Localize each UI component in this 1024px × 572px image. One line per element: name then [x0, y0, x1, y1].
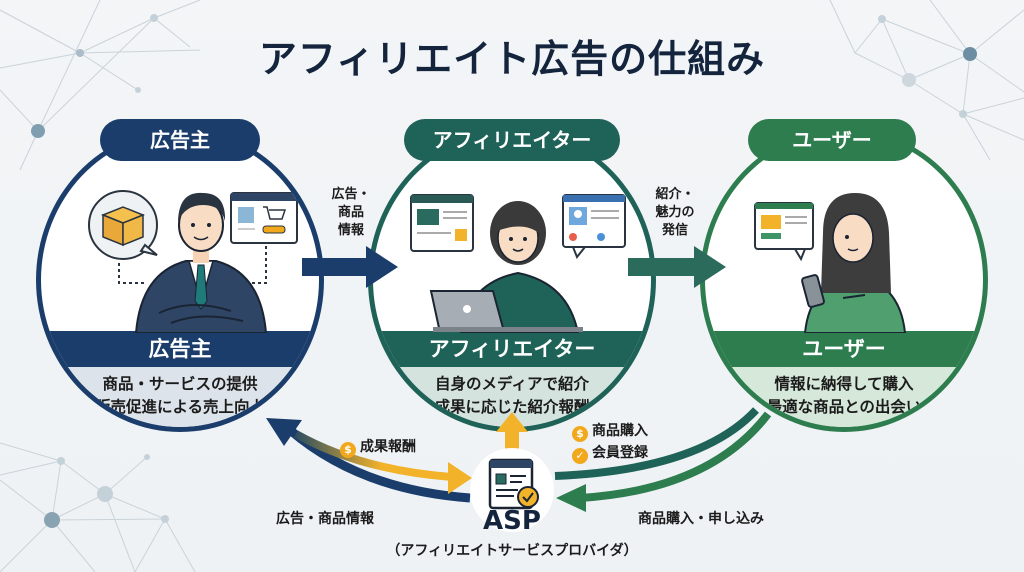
page-title: アフィリエイト広告の仕組み — [258, 37, 766, 81]
asp-subtitle: （アフィリエイトサービスプロバイダ） — [386, 543, 638, 559]
affiliate-pill-label: アフィリエイター — [404, 119, 620, 161]
affiliate-band-label: アフィリエイター — [373, 331, 651, 367]
advertiser-desc-line-1: 商品・サービスの提供 — [102, 375, 258, 393]
coin-icon: $ — [572, 426, 588, 442]
document-check-icon — [488, 458, 539, 510]
flow-label-affiliate-to-user: 紹介・ 魅力の 発信 — [648, 186, 702, 240]
registration-item: ✓会員登録 — [572, 442, 648, 464]
advertiser-pill-label: 広告主 — [100, 119, 260, 161]
arrow-affiliate-to-user — [628, 246, 726, 288]
advertiser-description: 商品・サービスの提供 販売促進による売上向上 — [41, 373, 319, 419]
reward-label: $成果報酬 — [340, 436, 416, 458]
arrow-user-to-asp-green — [556, 411, 772, 512]
arrow-asp-to-advertiser — [266, 418, 471, 503]
advertiser-illustration — [88, 190, 298, 333]
user-desc-line-2: 最適な商品との出会い — [766, 398, 922, 416]
user-to-asp-label: 商品購入・申し込み — [638, 511, 764, 527]
affiliate-desc-line-1: 自身のメディアで紹介 — [435, 375, 589, 393]
flow-label-line: 情報 — [337, 223, 364, 238]
user-illustration — [754, 193, 907, 333]
businessman-icon — [134, 192, 268, 333]
woman-smartphone-icon — [801, 193, 907, 333]
flow-label-line: 発信 — [661, 223, 688, 238]
box-icon — [88, 190, 158, 260]
affiliate-desc-line-2: 成果に応じた紹介報酬 — [434, 398, 590, 416]
flow-label-advertiser-to-affiliate: 広告・ 商品 情報 — [326, 186, 376, 240]
flow-label-line: 魅力の — [655, 205, 695, 220]
advertiser-desc-line-2: 販売促進による売上向上 — [94, 398, 266, 416]
shop-browser-icon — [230, 192, 298, 244]
profile-browser-icon — [562, 194, 626, 259]
arrow-asp-to-affiliate — [496, 412, 528, 454]
advertiser-desc-area — [41, 367, 319, 427]
arrow-advertiser-to-affiliate — [302, 246, 398, 288]
flow-label-line: 広告・ — [331, 187, 371, 202]
flow-label-line: 商品 — [337, 205, 364, 220]
arrow-user-to-asp-teal — [554, 407, 759, 480]
user-desc-line-1: 情報に納得して購入 — [774, 375, 914, 393]
user-description: 情報に納得して購入 最適な商品との出会い — [705, 373, 983, 419]
affiliate-illustration — [410, 194, 626, 333]
affiliate-description: 自身のメディアで紹介 成果に応じた紹介報酬 — [373, 373, 651, 419]
reward-text: 成果報酬 — [360, 439, 416, 455]
blog-browser-icon — [410, 194, 474, 252]
affiliate-circle: アフィリエイター 自身のメディアで紹介 成果に応じた紹介報酬 — [368, 128, 656, 432]
advertiser-band-label: 広告主 — [41, 331, 319, 367]
flow-label-line: 紹介・ — [655, 187, 695, 202]
woman-laptop-icon — [429, 201, 583, 333]
purchase-item: $商品購入 — [572, 420, 648, 442]
article-bubble-icon — [754, 202, 814, 262]
user-band-label: ユーザー — [705, 331, 983, 367]
registration-text: 会員登録 — [592, 445, 648, 461]
asp-title: ASP — [483, 506, 541, 536]
asp-to-advertiser-label: 広告・商品情報 — [276, 511, 374, 527]
purchase-text: 商品購入 — [592, 423, 648, 439]
coin-icon: $ — [340, 442, 356, 458]
user-pill-label: ユーザー — [748, 119, 916, 161]
arrow-reward-to-asp — [294, 430, 472, 494]
advertiser-circle: 広告主 商品・サービスの提供 販売促進による売上向上 — [36, 128, 324, 432]
asp-node — [470, 448, 554, 532]
user-circle: ユーザー 情報に納得して購入 最適な商品との出会い — [700, 128, 988, 432]
check-icon: ✓ — [572, 448, 588, 464]
